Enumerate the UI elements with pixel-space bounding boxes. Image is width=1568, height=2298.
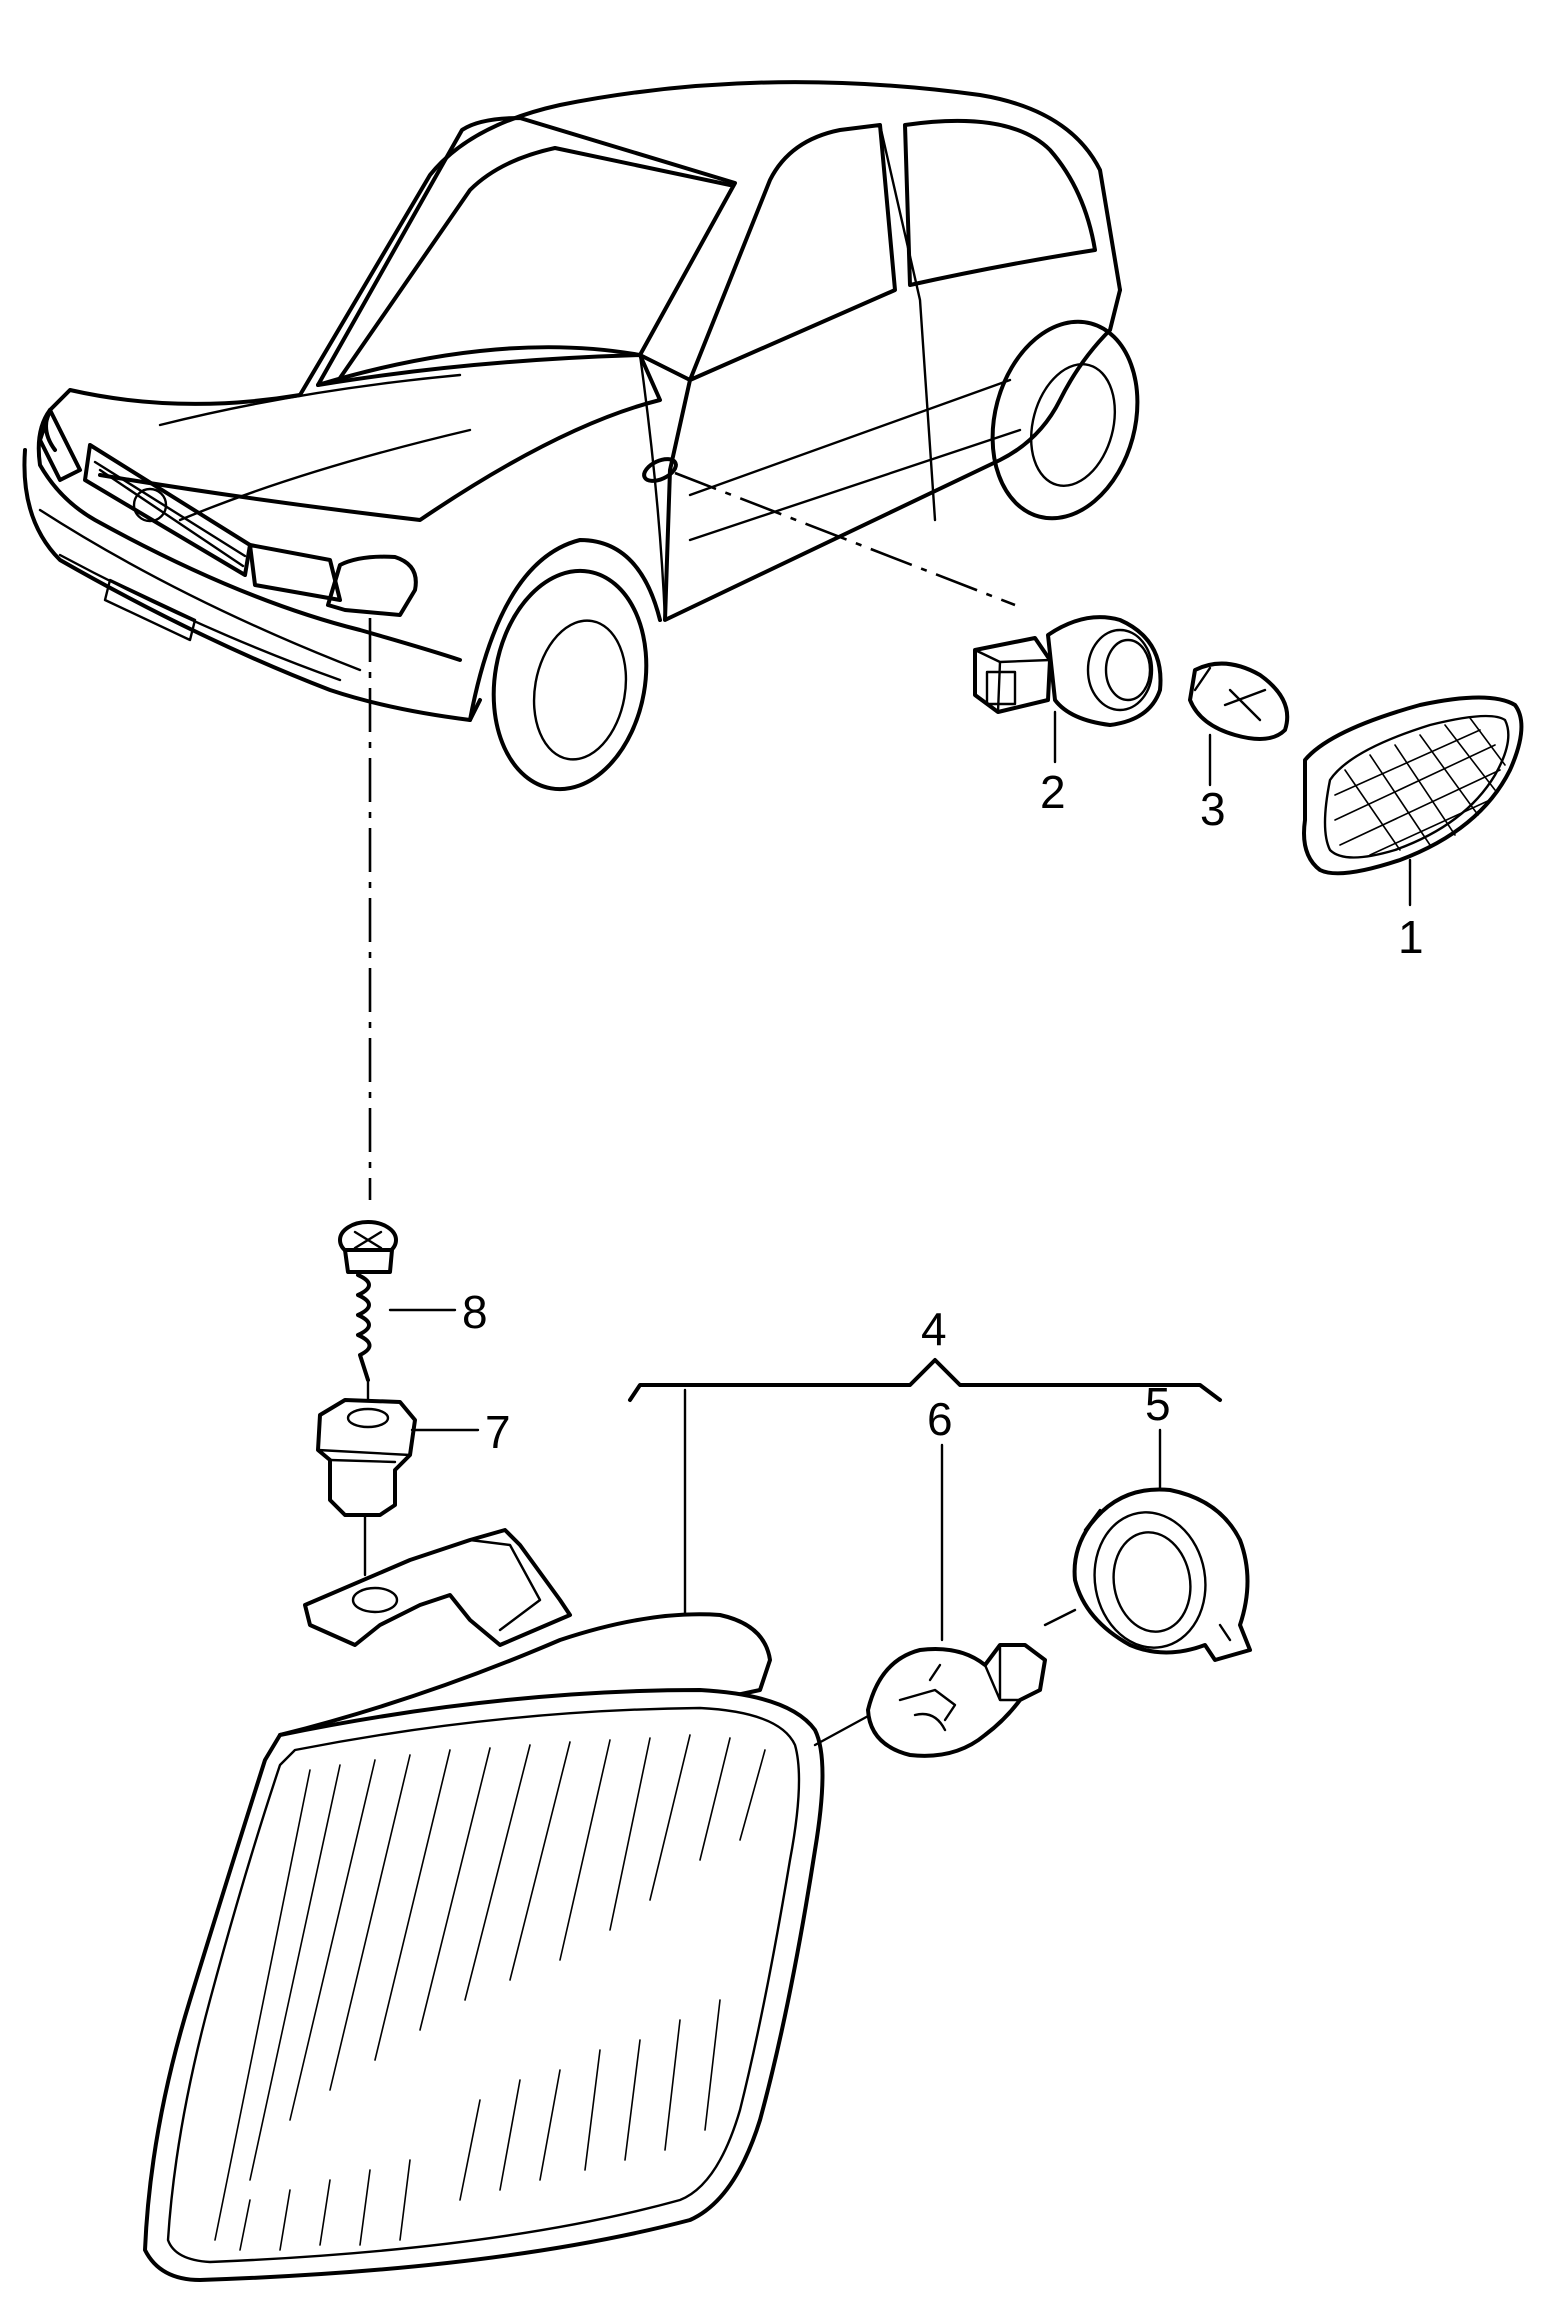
corner-lamp [143, 1528, 825, 2282]
side-marker-lens [1302, 695, 1524, 876]
callout-1: 1 [1398, 911, 1424, 963]
indicator-bulb [866, 1643, 1047, 1758]
car-illustration [22, 80, 1140, 792]
bulb-holder [973, 615, 1163, 727]
callout-2: 2 [1040, 766, 1066, 818]
screw [338, 1220, 398, 1412]
callout-3: 3 [1200, 783, 1226, 835]
bracket-4 [628, 1358, 1222, 1402]
callout-7: 7 [485, 1406, 511, 1458]
callout-6: 6 [927, 1393, 953, 1445]
bulb-socket [1043, 1487, 1252, 1662]
wedge-bulb [1188, 661, 1290, 741]
clip-nut [316, 1398, 417, 1517]
callout-5: 5 [1145, 1378, 1171, 1430]
callout-8: 8 [462, 1286, 488, 1338]
lamp-to-bulb-connector [813, 1713, 872, 1747]
leader-side-marker [674, 471, 1016, 607]
callout-4: 4 [921, 1303, 947, 1355]
